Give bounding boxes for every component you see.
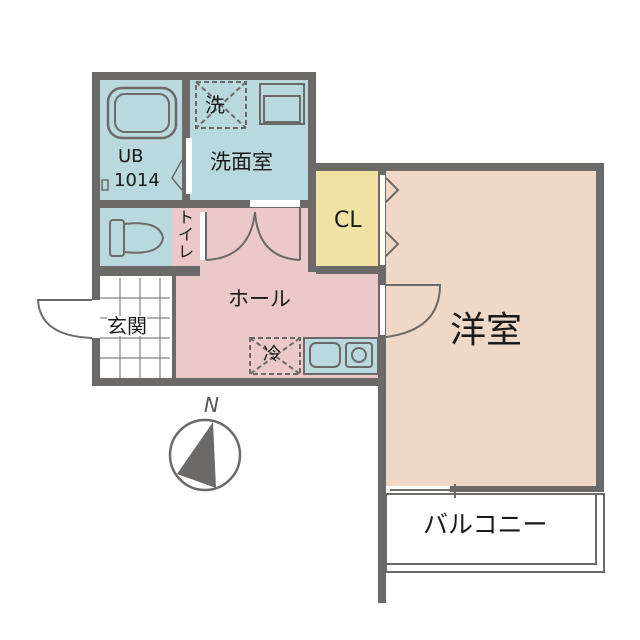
western-room-area	[386, 171, 596, 486]
washroom-label: 洗面室	[210, 150, 273, 174]
balcony-label: バルコニー	[423, 510, 548, 539]
toilet-icon	[109, 219, 165, 257]
doors	[36, 177, 442, 339]
washer-icon	[195, 81, 247, 129]
fridge-label: 冷	[263, 344, 281, 365]
closet-area	[316, 171, 378, 268]
entrance-label: 玄関	[107, 314, 147, 338]
toilet-label: トイレ	[178, 208, 195, 261]
compass-north-label: N	[204, 393, 219, 417]
washroom-area	[190, 80, 308, 200]
bath-label: UB	[118, 146, 144, 167]
balcony	[385, 484, 605, 573]
sink-icon	[259, 83, 305, 125]
washer-label: 洗	[205, 93, 225, 117]
closet-label: CL	[334, 208, 362, 233]
bath-size-label: 1014	[114, 170, 160, 191]
fridge-icon	[249, 337, 301, 375]
hall-label: ホール	[228, 287, 291, 311]
western-room-label: 洋室	[450, 310, 523, 351]
bathtub-icon	[106, 86, 178, 140]
compass-icon	[168, 418, 242, 492]
stove-icon	[309, 342, 341, 368]
